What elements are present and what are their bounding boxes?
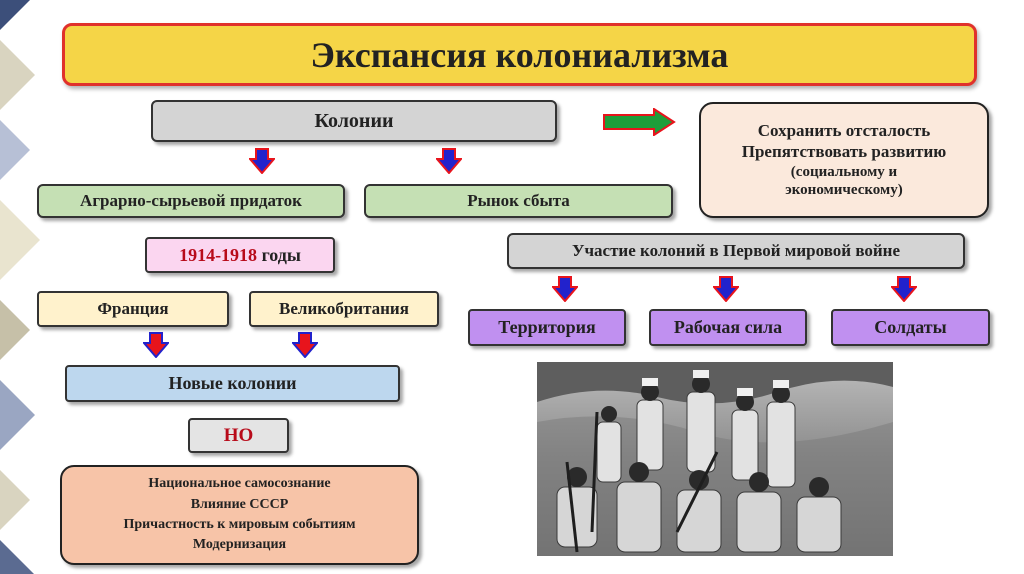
arrow-down-icon: [713, 276, 739, 302]
colonies-label: Колонии: [314, 109, 394, 132]
soldiers-box: Солдаты: [831, 309, 990, 346]
arrow-down-icon: [249, 148, 275, 174]
ww1-participation-box: Участие колоний в Первой мировой войне: [507, 233, 965, 269]
labor-label: Рабочая сила: [673, 317, 783, 337]
factor-item: Причастность к мировым событиям: [123, 517, 356, 532]
britain-box: Великобритания: [249, 291, 439, 327]
but-box: НО: [188, 418, 289, 453]
title-banner: Экспансия колониализма: [62, 23, 977, 86]
green-right-arrow: [603, 108, 676, 136]
but-label: НО: [223, 424, 254, 446]
arrow-down-icon: [552, 276, 578, 302]
new-colonies-label: Новые колонии: [168, 373, 297, 393]
participation-label: Участие колоний в Первой мировой войне: [571, 241, 901, 260]
preserve-line-3: (социальному и: [790, 163, 898, 180]
new-colonies-box: Новые колонии: [65, 365, 400, 402]
preserve-line-1: Сохранить отсталость: [757, 121, 931, 140]
factor-item: Модернизация: [192, 537, 287, 553]
territory-box: Территория: [468, 309, 626, 346]
britain-label: Великобритания: [279, 299, 409, 318]
factors-box: Национальное самосознание Влияние СССР П…: [60, 465, 419, 565]
years-value: 1914-1918: [179, 244, 258, 265]
sales-market-box: Рынок сбыта: [364, 184, 673, 218]
preserve-backwardness-box: Сохранить отсталость Препятствовать разв…: [699, 102, 989, 218]
factor-item: Национальное самосознание: [148, 476, 331, 492]
labor-force-box: Рабочая сила: [649, 309, 807, 346]
arrow-down-icon: [891, 276, 917, 302]
background-diamond-pattern: [0, 0, 40, 574]
arrow-down-icon: [292, 332, 318, 358]
colonies-box: Колонии: [151, 100, 557, 142]
years-box: 1914-1918 годы: [145, 237, 335, 273]
agrarian-label: Аграрно-сырьевой придаток: [80, 191, 302, 210]
market-label: Рынок сбыта: [467, 191, 570, 210]
france-box: Франция: [37, 291, 229, 327]
years-suffix: годы: [257, 244, 301, 265]
agrarian-appendage-box: Аграрно-сырьевой придаток: [37, 184, 345, 218]
arrow-down-icon: [436, 148, 462, 174]
arrow-down-icon: [143, 332, 169, 358]
preserve-line-4: экономическому): [785, 182, 903, 199]
page-title: Экспансия колониализма: [310, 34, 729, 75]
factor-item: Влияние СССР: [190, 496, 289, 512]
territory-label: Территория: [498, 317, 596, 337]
soldiers-label: Солдаты: [874, 317, 947, 337]
preserve-line-2: Препятствовать развитию: [741, 142, 947, 162]
colonial-soldiers-photo: [537, 362, 893, 556]
france-label: Франция: [97, 299, 169, 318]
